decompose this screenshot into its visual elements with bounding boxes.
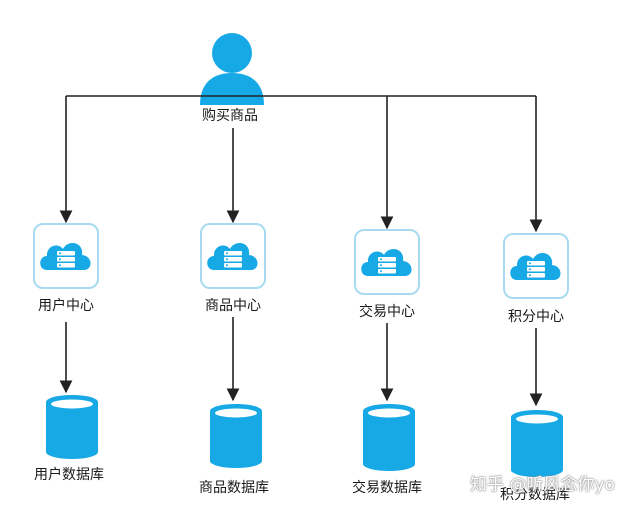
db-label-points: 积分数据库 [500,487,570,503]
cloud-server-icon [40,243,91,270]
service-label-user: 用户中心 [38,298,94,314]
service-label-product: 商品中心 [205,298,261,314]
database-points [511,410,563,477]
service-box-points [503,233,569,299]
cloud-server-icon [361,249,412,276]
database-user [46,395,98,459]
cloud-server-icon [510,253,561,280]
service-box-trade [354,229,420,295]
user-icon [200,33,264,105]
database-product [210,404,262,468]
service-box-user [33,223,99,289]
user-label: 购买商品 [202,108,258,124]
db-label-product: 商品数据库 [199,480,269,496]
service-box-product [200,223,266,289]
cloud-server-icon [207,243,258,270]
database-trade [363,404,415,471]
service-label-points: 积分中心 [508,309,564,325]
connector-lines [59,95,543,407]
db-label-user: 用户数据库 [34,467,104,483]
watermark-text: 知乎 @听风念你yo [470,475,615,495]
service-label-trade: 交易中心 [359,304,415,320]
db-label-trade: 交易数据库 [352,480,422,496]
